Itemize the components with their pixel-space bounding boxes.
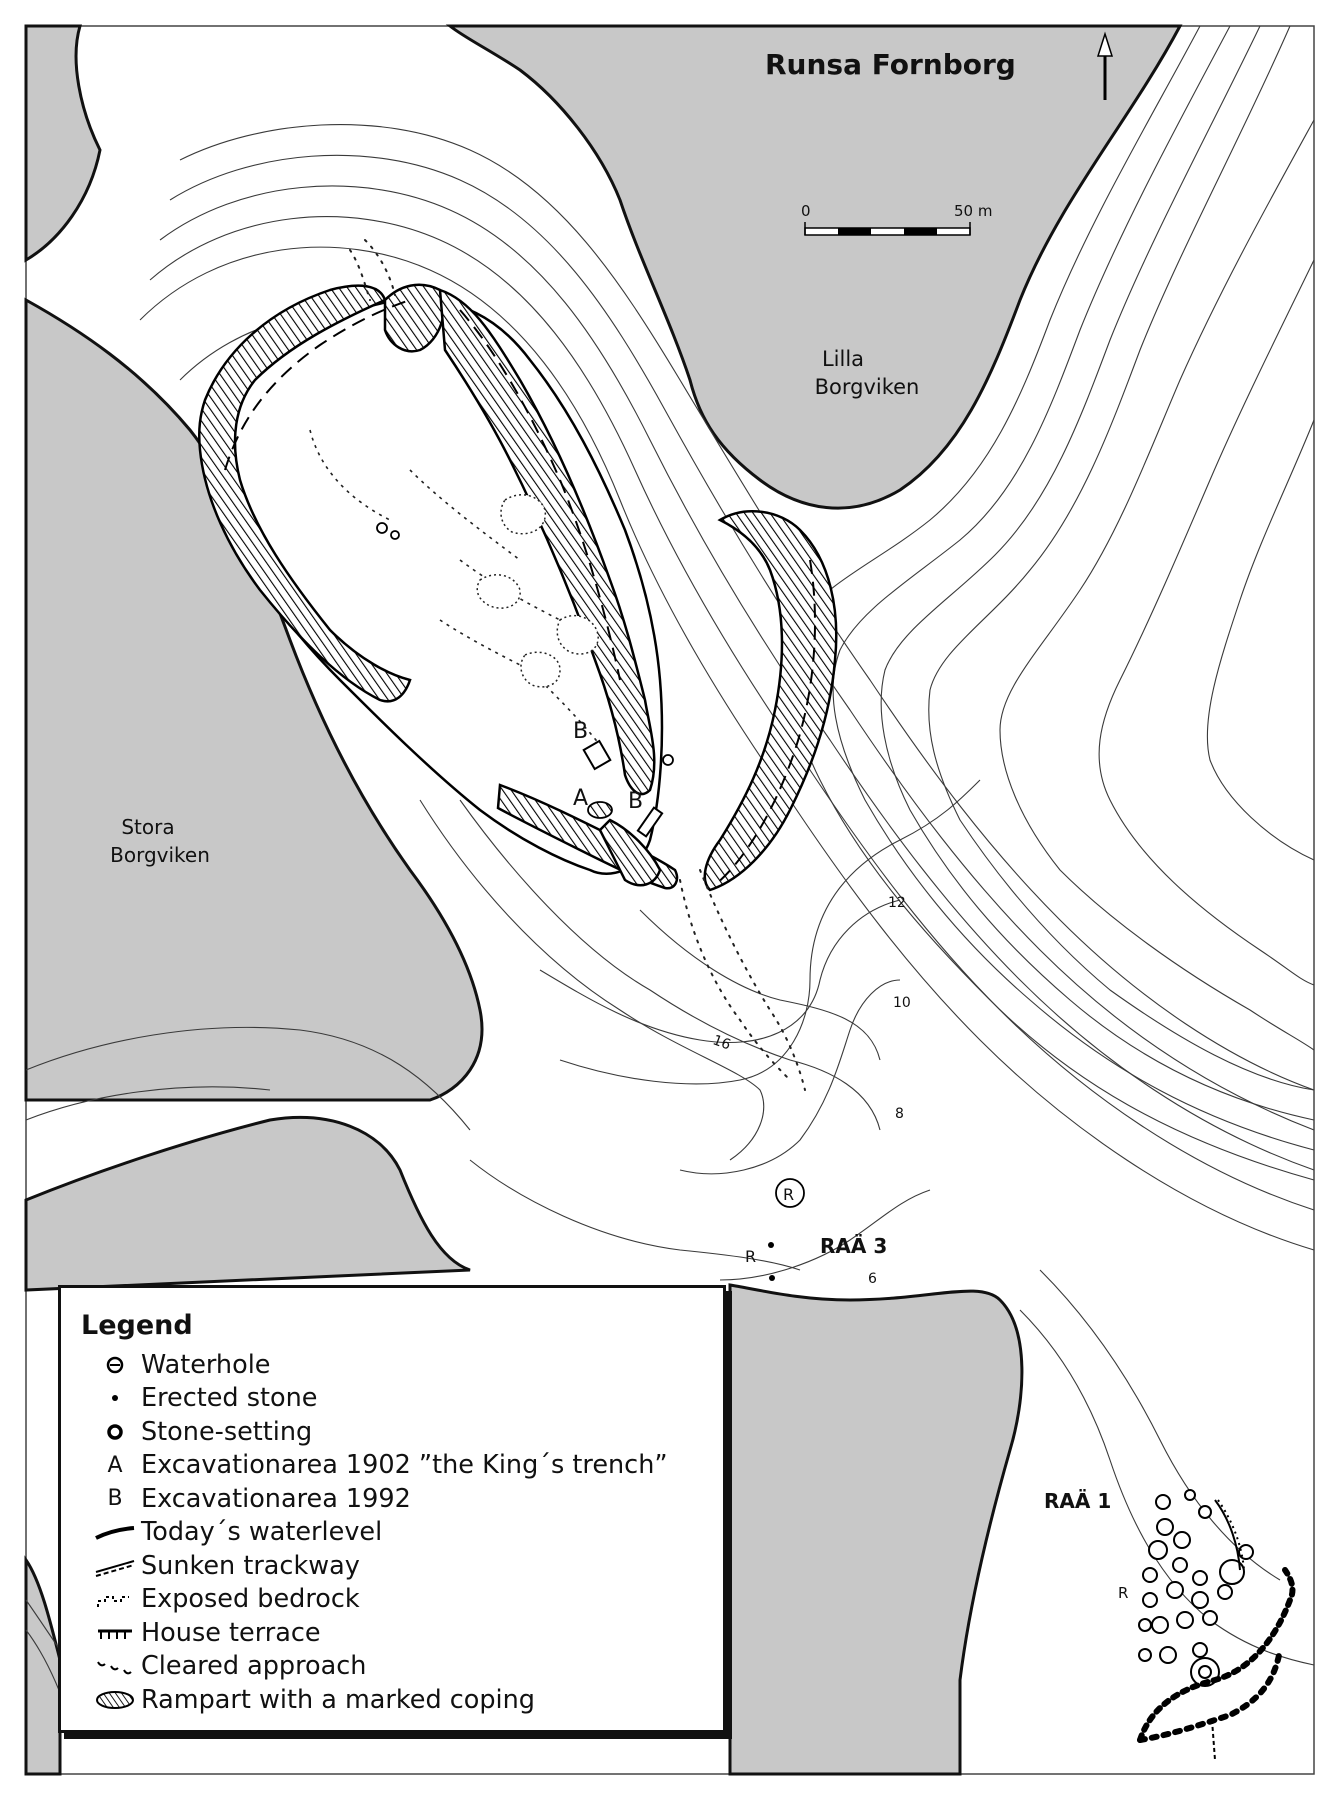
legend-item: Rampart with a marked coping: [89, 1683, 668, 1717]
legend-item: Sunken trackway: [89, 1549, 668, 1583]
scale-bar-end-label: 50 m: [954, 202, 992, 220]
house-terrace-icon: [89, 1619, 141, 1647]
southeast-rampart: [598, 818, 662, 887]
legend-label: Stone-setting: [141, 1416, 313, 1447]
stone-setting-r-label-small: R: [745, 1247, 756, 1266]
legend-item: A Excavationarea 1902 ”the King´s trench…: [89, 1449, 668, 1483]
waterhole-icon: [89, 1351, 141, 1379]
letter-a-icon: A: [107, 1452, 123, 1478]
raa1-r-label: R: [1118, 1584, 1128, 1602]
west-rampart: [197, 284, 412, 703]
legend-item: Cleared approach: [89, 1650, 668, 1684]
outer-east-rampart: [703, 510, 838, 892]
water-bodies: [24, 24, 1183, 1776]
contour-label-16: 16: [710, 1032, 732, 1053]
excavation-a-kings-trench: [587, 801, 613, 819]
stora-borgviken-water: [24, 297, 484, 1102]
stora-borgviken-label-line2: Borgviken: [110, 843, 210, 867]
cleared-approach-icon: [89, 1652, 141, 1680]
legend-label: Exposed bedrock: [141, 1584, 360, 1615]
lilla-borgviken-water: [445, 24, 1183, 510]
erected-stone-marker: [768, 1242, 774, 1248]
legend-label: Erected stone: [141, 1383, 318, 1414]
contour-lines: [25, 25, 1315, 1721]
legend-label: House terrace: [141, 1617, 321, 1648]
legend-label: Rampart with a marked coping: [141, 1684, 535, 1715]
area-label-b-south: B: [628, 789, 643, 814]
legend-heading: Legend: [81, 1310, 193, 1341]
legend-label: Sunken trackway: [141, 1550, 360, 1581]
legend-item: Exposed bedrock: [89, 1583, 668, 1617]
legend-item: Waterhole: [89, 1348, 668, 1382]
waterhole-marker: [662, 754, 674, 766]
legend-item: B Excavationarea 1992: [89, 1482, 668, 1516]
excavation-b-trench: [636, 806, 664, 838]
legend-list: Waterhole Erected stone Stone-setting A …: [89, 1348, 668, 1717]
legend-box: Legend Waterhole Erected stone Stone-set…: [58, 1285, 726, 1733]
rampart-coping-icon: [89, 1686, 141, 1714]
east-rampart: [438, 288, 656, 796]
legend-label: Waterhole: [141, 1349, 271, 1380]
legend-item: Today´s waterlevel: [89, 1516, 668, 1550]
north-arrow-icon: [1096, 31, 1114, 100]
legend-label: Excavationarea 1992: [141, 1483, 411, 1514]
raa1-grave-field: [1137, 1489, 1296, 1761]
stora-borgviken-label-line1: Stora: [121, 815, 174, 839]
raa1-label: RAÄ 1: [1044, 1489, 1111, 1513]
excavation-b-trench: [582, 739, 612, 771]
raa3-area: [768, 1178, 805, 1281]
legend-item: Erected stone: [89, 1382, 668, 1416]
south-bay-water: [728, 1283, 1024, 1776]
lilla-borgviken-label-line1: Lilla: [822, 347, 864, 371]
area-label-b-north: B: [573, 719, 588, 744]
south-channel-water: [24, 1115, 471, 1292]
scale-bar-start-label: 0: [801, 202, 811, 220]
contour-label-10: 10: [893, 995, 911, 1011]
erected-stone-marker: [769, 1275, 775, 1281]
legend-label: Excavationarea 1902 ”the King´s trench”: [141, 1450, 668, 1481]
contour-label-6: 6: [868, 1271, 877, 1287]
raa3-label: RAÄ 3: [820, 1234, 887, 1258]
map-title: Runsa Fornborg: [765, 48, 1016, 81]
exposed-bedrock-icon: [89, 1585, 141, 1613]
waterlevel-line-icon: [89, 1518, 141, 1546]
contour-label-12: 12: [888, 895, 906, 911]
stone-setting-r-marker: [775, 1178, 805, 1208]
lilla-borgviken-label-line2: Borgviken: [815, 375, 920, 399]
sunken-trackway-icon: [89, 1552, 141, 1580]
legend-item: Stone-setting: [89, 1415, 668, 1449]
legend-label: Cleared approach: [141, 1651, 367, 1682]
waterhole-marker: [390, 530, 400, 540]
scale-bar: 0 50 m: [801, 202, 992, 236]
erected-stone-icon: [89, 1384, 141, 1412]
stone-setting-icon: [89, 1418, 141, 1446]
area-label-a: A: [573, 786, 588, 811]
northwest-water: [24, 24, 102, 263]
contour-label-8: 8: [895, 1106, 904, 1122]
legend-label: Today´s waterlevel: [141, 1517, 383, 1548]
legend-item: House terrace: [89, 1616, 668, 1650]
waterhole-marker: [376, 522, 388, 534]
north-rampart: [383, 283, 446, 353]
hillfort: [197, 239, 838, 1091]
letter-b-icon: B: [107, 1486, 123, 1512]
stone-setting-r-label: R: [783, 1185, 794, 1204]
